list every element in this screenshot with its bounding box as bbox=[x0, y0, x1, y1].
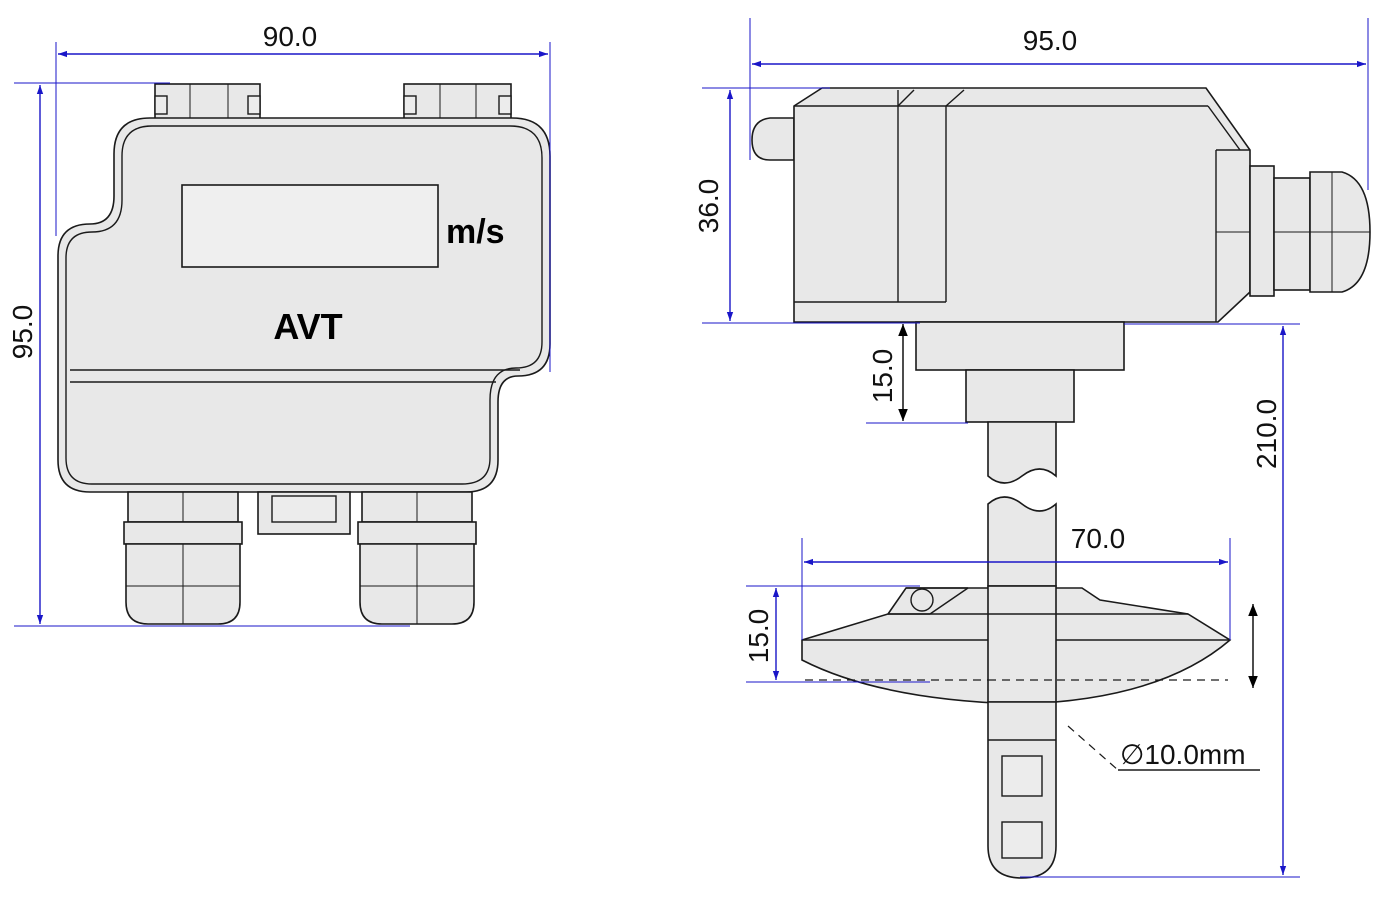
probe-upper bbox=[987, 421, 1057, 484]
top-terminal-left bbox=[154, 83, 261, 123]
svg-text:15.0: 15.0 bbox=[867, 349, 898, 404]
dimension-probe-210: 210.0 bbox=[1020, 323, 1300, 878]
diameter-label: ∅10.0mm bbox=[1120, 739, 1246, 770]
rear-hook bbox=[751, 117, 795, 161]
dimension-flange-70: 70.0 bbox=[801, 523, 1231, 640]
side-view: ∅10.0mm 95.0 36.0 15.0 210.0 bbox=[693, 18, 1371, 879]
top-terminal-right bbox=[403, 83, 512, 123]
flange-screw-hole bbox=[910, 588, 934, 612]
svg-text:210.0: 210.0 bbox=[1251, 399, 1282, 469]
brand-label: AVT bbox=[273, 306, 342, 347]
cable-gland-right bbox=[357, 491, 477, 625]
probe-middle bbox=[987, 496, 1057, 587]
front-housing bbox=[57, 117, 551, 493]
side-housing bbox=[793, 87, 1251, 323]
dimension-width-90: 90.0 bbox=[55, 21, 551, 372]
dimension-neck-15: 15.0 bbox=[866, 324, 968, 424]
dimension-length-95: 95.0 bbox=[749, 18, 1369, 190]
side-neck bbox=[915, 321, 1125, 371]
svg-text:95.0: 95.0 bbox=[7, 305, 38, 360]
cable-gland-left bbox=[123, 491, 243, 625]
svg-text:15.0: 15.0 bbox=[743, 609, 774, 664]
svg-text:90.0: 90.0 bbox=[263, 21, 318, 52]
bottom-clip bbox=[257, 491, 351, 535]
dimension-height-95: 95.0 bbox=[7, 82, 410, 627]
front-view: m/s AVT 90.0 bbox=[7, 21, 551, 627]
display-window bbox=[181, 184, 439, 268]
dimension-flange-15: 15.0 bbox=[743, 585, 930, 683]
svg-text:95.0: 95.0 bbox=[1023, 25, 1078, 56]
diameter-leader bbox=[1067, 725, 1119, 771]
svg-text:36.0: 36.0 bbox=[693, 179, 724, 234]
svg-text:70.0: 70.0 bbox=[1071, 523, 1126, 554]
side-cable-gland bbox=[1249, 165, 1371, 297]
unit-label: m/s bbox=[446, 213, 505, 251]
dimension-height-36: 36.0 bbox=[693, 87, 920, 324]
